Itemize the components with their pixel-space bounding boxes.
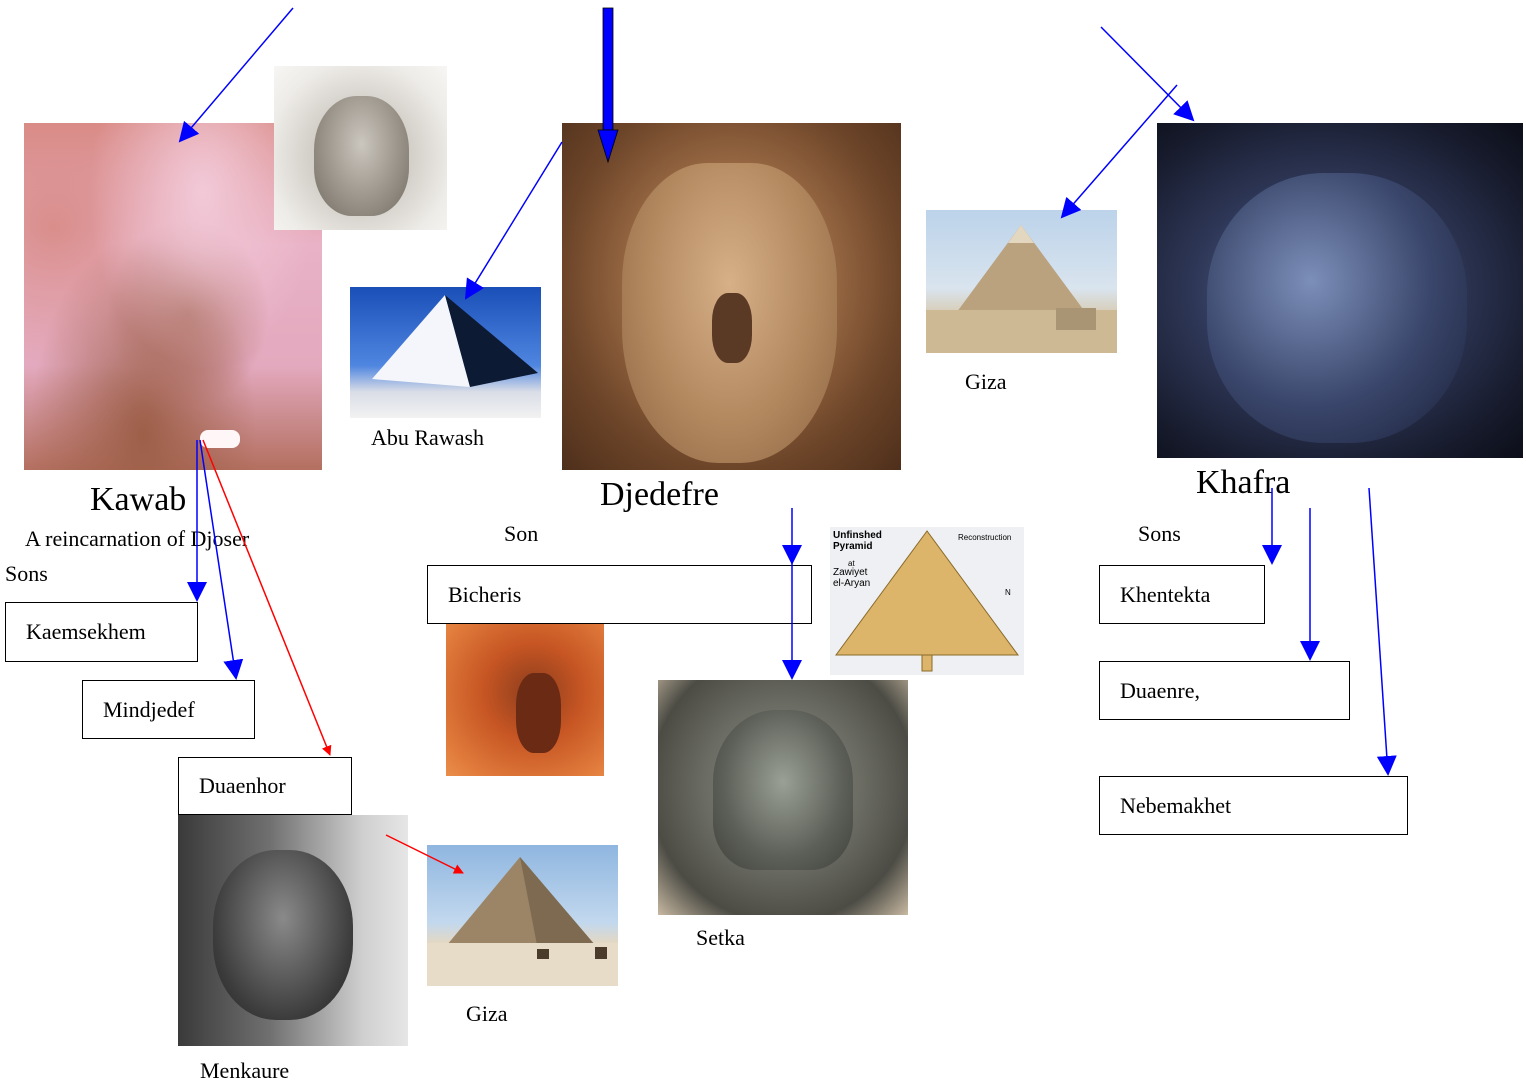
giza-khafra-label: Giza bbox=[965, 369, 1007, 394]
arrow-kawab-to-mindjedef bbox=[199, 439, 244, 680]
menkaure-name: Menkaure bbox=[200, 1058, 290, 1083]
giza-menkaure-label: Giza bbox=[466, 1001, 508, 1026]
pyramid-shape-icon bbox=[427, 857, 618, 986]
khentekta-box: Khentekta bbox=[1099, 565, 1265, 624]
djoser-statue-image bbox=[274, 66, 447, 230]
arrow-top-to-kawab bbox=[178, 7, 294, 143]
kawab-sons-label: Sons bbox=[5, 561, 48, 586]
menkaure-image bbox=[178, 815, 408, 1046]
duaenre-box: Duaenre, bbox=[1099, 661, 1350, 720]
khafra-name: Khafra bbox=[1196, 464, 1291, 501]
zawiyet-north: N bbox=[1005, 588, 1011, 597]
arrow-khafra-to-nebemakhet bbox=[1368, 487, 1397, 776]
kawab-note: A reincarnation of Djoser bbox=[25, 526, 250, 551]
nebemakhet-box: Nebemakhet bbox=[1099, 776, 1408, 835]
kaemsekhem-label: Kaemsekhem bbox=[26, 619, 146, 644]
khafra-image bbox=[1157, 123, 1523, 458]
arrow-top-to-djedefre bbox=[597, 7, 619, 164]
khentekta-label: Khentekta bbox=[1120, 581, 1211, 607]
abu-rawash-pyramid-image bbox=[350, 287, 541, 418]
kawab-image bbox=[24, 123, 322, 470]
duaenre-label: Duaenre, bbox=[1120, 677, 1201, 703]
pyramid-shape-icon bbox=[926, 225, 1117, 353]
mindjedef-label: Mindjedef bbox=[103, 696, 195, 722]
arrow-top-to-khafra bbox=[1100, 26, 1195, 122]
duaenhor-box: Duaenhor bbox=[178, 757, 352, 815]
bicheris-label: Bicheris bbox=[448, 581, 522, 607]
arrow-djedefre-to-abu-rawash bbox=[464, 141, 563, 300]
giza-khafra-pyramid-image bbox=[926, 210, 1117, 353]
abu-rawash-label: Abu Rawash bbox=[371, 425, 485, 450]
mindjedef-box: Mindjedef bbox=[82, 680, 255, 739]
kaemsekhem-box: Kaemsekhem bbox=[5, 602, 198, 662]
kawab-name: Kawab bbox=[90, 481, 187, 518]
zawiyet-place-line1: Zawiyet bbox=[833, 567, 868, 578]
duaenhor-label: Duaenhor bbox=[199, 773, 286, 798]
pyramid-diagram-icon bbox=[835, 530, 1019, 672]
zawiyet-pyramid-image: Unfinshed Pyramid at Zawiyet el-Aryan Re… bbox=[830, 527, 1024, 675]
zawiyet-place-line2: el-Aryan bbox=[833, 578, 871, 589]
zawiyet-title-line1: Unfinshed bbox=[833, 530, 882, 541]
arrow-kawab-to-duaenhor bbox=[202, 439, 332, 756]
arrow-khafra-to-giza bbox=[1060, 84, 1178, 219]
setka-image bbox=[658, 680, 908, 915]
pyramid-shape-icon bbox=[372, 295, 538, 387]
djedefre-name: Djedefre bbox=[600, 476, 719, 513]
bicheris-image bbox=[446, 623, 604, 776]
arrow-menkaure-to-giza bbox=[385, 834, 464, 874]
djedefre-image bbox=[562, 123, 901, 470]
khafra-sons-label: Sons bbox=[1138, 521, 1181, 546]
djedefre-son-label: Son bbox=[504, 521, 539, 546]
nebemakhet-label: Nebemakhet bbox=[1120, 792, 1232, 818]
setka-name: Setka bbox=[696, 925, 745, 950]
zawiyet-reconstruction: Reconstruction bbox=[958, 533, 1012, 542]
zawiyet-title-line2: Pyramid bbox=[833, 541, 873, 552]
bicheris-box: Bicheris bbox=[427, 565, 812, 624]
zawiyet-at: at bbox=[848, 559, 855, 568]
